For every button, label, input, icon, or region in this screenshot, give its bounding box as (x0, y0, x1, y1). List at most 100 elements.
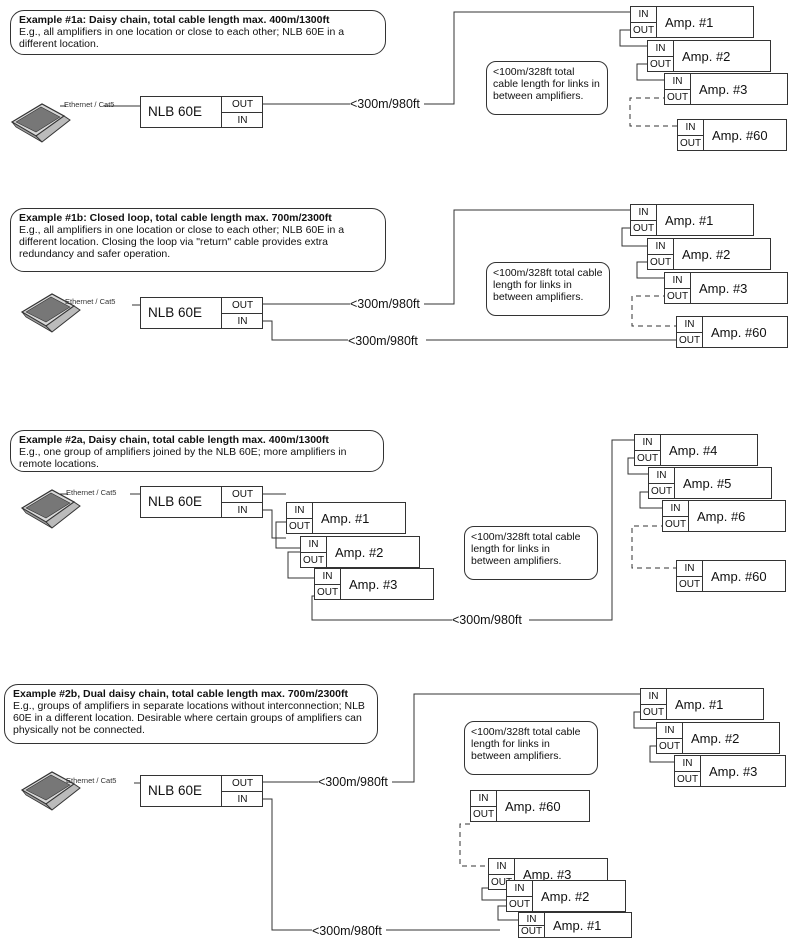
nlb-in-port: IN (221, 792, 263, 807)
amp-out-port: OUT (315, 585, 341, 600)
amp-in-port: IN (635, 435, 661, 451)
amp-label: Amp. #6 (697, 509, 746, 524)
ex2b-title: Example #2b, Dual daisy chain, total cab… (13, 688, 348, 700)
ex2b-text: E.g., groups of amplifiers in separate l… (13, 700, 365, 736)
amp-in-port: IN (631, 7, 657, 23)
ex2a-title: Example #2a, Daisy chain, total cable le… (19, 434, 329, 446)
amp-out-port: OUT (631, 221, 657, 236)
amp-label: Amp. #2 (541, 889, 590, 904)
amp-out-port: OUT (677, 577, 703, 592)
ethernet-cable-label: Ethernet / Cat5 (65, 297, 116, 306)
nlb-60e-label: NLB 60E (148, 104, 203, 119)
laptop-icon (20, 489, 81, 529)
cable (424, 209, 630, 305)
cable (424, 11, 630, 105)
amp-out-port: OUT (649, 484, 675, 499)
amp-out-port: OUT (648, 57, 674, 72)
nlb-60e-label: NLB 60E (148, 494, 203, 509)
amp-label: Amp. #3 (699, 82, 748, 97)
amp-label: Amp. #3 (709, 764, 758, 779)
laptop-icon (20, 293, 81, 333)
amp-in-port: IN (665, 74, 691, 90)
cable (263, 798, 312, 931)
ex1a-text: E.g., all amplifiers in one location or … (19, 26, 345, 50)
ethernet-cable-label: Ethernet / Cat5 (66, 488, 117, 497)
amp-in-port: IN (665, 273, 691, 289)
amp-out-port: OUT (519, 926, 545, 938)
amp-in-port: IN (507, 881, 533, 897)
amp-in-port: IN (657, 723, 683, 739)
amp-out-port: OUT (665, 90, 691, 105)
cable (392, 693, 640, 783)
amp-label: Amp. #1 (665, 15, 714, 30)
amp-label: Amp. #1 (553, 918, 602, 933)
amp-out-port: OUT (648, 255, 674, 270)
ex1b-text: E.g., all amplifiers in one location or … (19, 224, 345, 260)
ex1b-distance-return: <300m/980ft (348, 334, 418, 348)
cable (649, 745, 674, 763)
amp-out-port: OUT (641, 705, 667, 720)
nlb-60e-label: NLB 60E (148, 305, 203, 320)
ex1a-note: <100m/328ft total cable length for links… (486, 61, 608, 115)
amp-label: Amp. #60 (712, 128, 768, 143)
ex2b-note: <100m/328ft total cable length for links… (464, 721, 598, 775)
ex2a-distance: <300m/980ft (452, 613, 522, 627)
cable (529, 439, 634, 621)
cable (497, 905, 518, 921)
amp-label: Amp. #5 (683, 476, 732, 491)
amp-in-port: IN (649, 468, 675, 484)
cable (633, 711, 656, 729)
ex1a-distance: <300m/980ft (350, 97, 420, 111)
amp-label: Amp. #2 (335, 545, 384, 560)
cable (636, 261, 664, 279)
ex2a-description: Example #2a, Daisy chain, total cable le… (10, 430, 384, 472)
amp-label: Amp. #4 (669, 443, 718, 458)
amp-label: Amp. #2 (682, 49, 731, 64)
amp-out-port: OUT (287, 519, 313, 534)
cable (627, 457, 648, 475)
amp-in-port: IN (677, 317, 703, 333)
amp-label: Amp. #2 (691, 731, 740, 746)
nlb-60e-label: NLB 60E (148, 783, 203, 798)
amp-in-port: IN (648, 41, 674, 57)
cable (621, 227, 647, 247)
amp-in-port: IN (519, 913, 545, 926)
amp-in-port: IN (287, 503, 313, 519)
amp-label: Amp. #1 (675, 697, 724, 712)
ex1a-description: Example #1a: Daisy chain, total cable le… (10, 10, 386, 55)
ex2a-note-text: <100m/328ft total cable length for links… (471, 531, 581, 567)
amp-out-port: OUT (635, 451, 661, 466)
dashed-cable (459, 823, 488, 867)
nlb-out-port: OUT (221, 487, 263, 503)
nlb-in-port: IN (221, 503, 263, 518)
amp-label: Amp. #60 (711, 569, 767, 584)
amp-label: Amp. #3 (523, 867, 572, 882)
ex1a-note-text: <100m/328ft total cable length for links… (493, 66, 600, 102)
amp-label: Amp. #1 (665, 213, 714, 228)
dashed-cable (631, 525, 676, 569)
amp-in-port: IN (648, 239, 674, 255)
nlb-out-port: OUT (221, 776, 263, 792)
amp-in-port: IN (471, 791, 497, 807)
cable (263, 509, 286, 539)
amp-out-port: OUT (471, 807, 497, 822)
cable (619, 29, 647, 47)
amp-out-port: OUT (665, 289, 691, 304)
